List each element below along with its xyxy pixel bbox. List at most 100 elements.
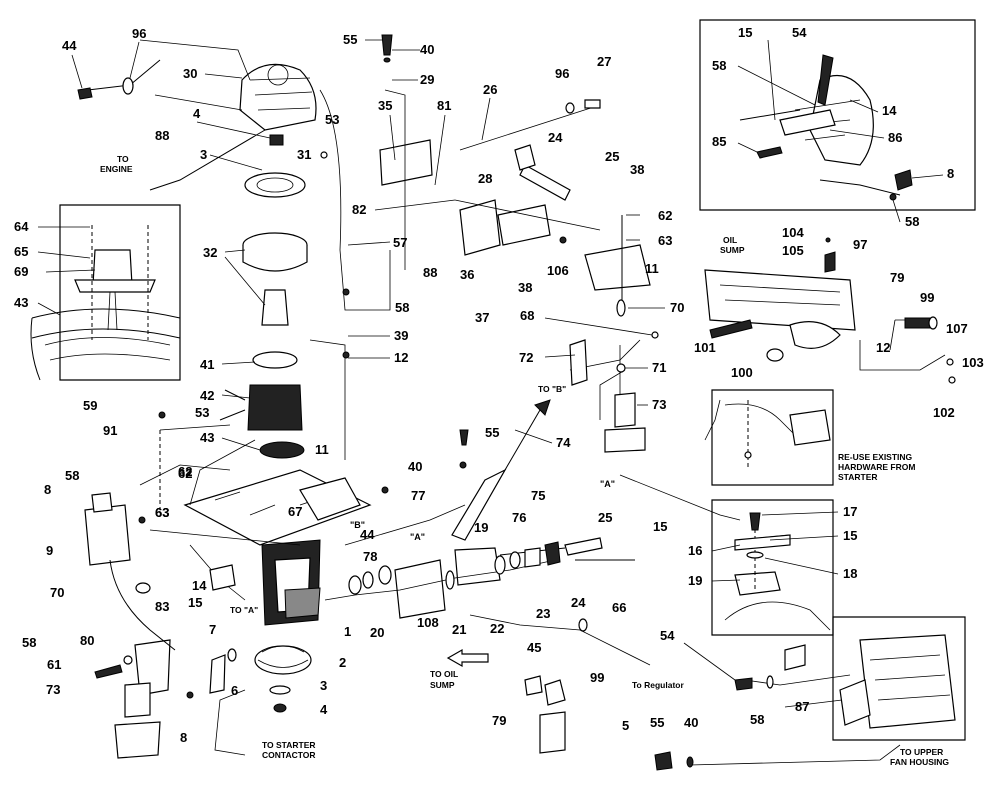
callout-30: 30 — [183, 66, 197, 81]
oil-sump-arrow — [446, 648, 489, 668]
callout-54: 54 — [792, 25, 807, 40]
blower-housing — [239, 63, 317, 131]
callout-11: 11 — [645, 261, 659, 276]
callout-21: 21 — [452, 622, 466, 637]
callout-14: 14 — [882, 103, 897, 118]
bracket-80 — [109, 559, 176, 696]
callout-71: 71 — [652, 360, 666, 375]
callout-43: 43 — [200, 430, 214, 445]
callout-99: 99 — [590, 670, 604, 685]
callout-58: 58 — [395, 300, 409, 315]
washer-41 — [252, 351, 298, 369]
callout-63: 63 — [155, 505, 169, 520]
callout-35: 35 — [378, 98, 392, 113]
callout-14: 14 — [192, 578, 207, 593]
callout-91: 91 — [103, 423, 117, 438]
callout-5: 5 — [622, 718, 629, 733]
leader-lines — [87, 39, 946, 766]
inset-panel-fan-housing — [832, 616, 966, 741]
caption-to-oil-sump-2: SUMP — [430, 680, 455, 690]
inset-panel-linkage — [711, 499, 834, 636]
callout-57: 57 — [393, 235, 407, 250]
callout-24: 24 — [548, 130, 563, 145]
caption-fan-housing-1: TO UPPER — [900, 747, 943, 757]
callout-43: 43 — [14, 295, 28, 310]
callout-16: 16 — [688, 543, 702, 558]
callout-12: 12 — [876, 340, 890, 355]
callout-63: 63 — [155, 505, 169, 520]
solenoid-73b — [604, 392, 646, 453]
callout-58: 58 — [712, 58, 726, 73]
callout-8: 8 — [44, 482, 51, 497]
callout-15: 15 — [843, 528, 857, 543]
callout-58: 58 — [65, 468, 79, 483]
callout-81: 81 — [437, 98, 451, 113]
caption-to-a: TO "A" — [230, 605, 258, 615]
callout-106: 106 — [547, 263, 569, 278]
rotor-32 — [242, 232, 308, 326]
callout-58: 58 — [905, 214, 919, 229]
starter-motor-9 — [84, 492, 131, 566]
generator-assembly-1 — [261, 539, 321, 626]
solenoid-73 — [114, 682, 161, 759]
callout-53: 53 — [325, 112, 339, 127]
callout-44: 44 — [360, 527, 375, 542]
callout-44: 44 — [62, 38, 77, 53]
callout-58: 58 — [22, 635, 36, 650]
callout-15: 15 — [653, 519, 667, 534]
callout-107: 107 — [946, 321, 968, 336]
callout-6: 6 — [231, 683, 238, 698]
callout-70: 70 — [50, 585, 64, 600]
hardware-pieces — [77, 34, 956, 771]
callout-73: 73 — [46, 682, 60, 697]
caption-oil-sump-1: OIL — [723, 235, 737, 245]
callout-69: 69 — [14, 264, 28, 279]
carburetor-19 — [394, 547, 501, 619]
callout-40: 40 — [408, 459, 422, 474]
caption-reuse-1: RE-USE EXISTING — [838, 452, 913, 462]
callout-3: 3 — [320, 678, 327, 693]
callout-55: 55 — [485, 425, 499, 440]
callout-97: 97 — [853, 237, 867, 252]
callout-82: 82 — [352, 202, 366, 217]
linkage-plate-11b — [584, 215, 651, 310]
callout-53: 53 — [195, 405, 209, 420]
captions: TO ENGINE OIL SUMP RE-USE EXISTING HARDW… — [100, 154, 949, 767]
callout-20: 20 — [370, 625, 384, 640]
callout-104: 104 — [782, 225, 804, 240]
callout-22: 22 — [490, 621, 504, 636]
callout-103: 103 — [962, 355, 984, 370]
callout-28: 28 — [478, 171, 492, 186]
inset-panel-governor — [699, 19, 976, 211]
callout-108: 108 — [417, 615, 439, 630]
inset-panel-reuse — [711, 389, 834, 486]
callout-12: 12 — [394, 350, 408, 365]
callout-61: 61 — [47, 657, 61, 672]
callout-74: 74 — [556, 435, 571, 450]
air-filter-74 — [451, 399, 551, 541]
callout-19: 19 — [688, 573, 702, 588]
callout-15: 15 — [738, 25, 752, 40]
callout-63: 63 — [658, 233, 672, 248]
callout-8: 8 — [947, 166, 954, 181]
callout-62: 62 — [178, 466, 192, 481]
callout-55: 55 — [343, 32, 357, 47]
callout-37: 37 — [475, 310, 489, 325]
callout-numbers: 44 96 55 40 30 29 96 27 4 53 35 81 26 24… — [14, 25, 984, 745]
caption-to-engine-2: ENGINE — [100, 164, 133, 174]
filter-parts-36-37 — [379, 139, 551, 256]
caption-reuse-2: HARDWARE FROM — [838, 462, 915, 472]
stator-42 — [219, 384, 303, 431]
callout-2: 2 — [339, 655, 346, 670]
callout-24: 24 — [571, 595, 586, 610]
callout-77: 77 — [411, 488, 425, 503]
callout-68: 68 — [520, 308, 534, 323]
callout-88: 88 — [155, 128, 169, 143]
caption-to-b: TO "B" — [538, 384, 566, 394]
caption-reuse-3: STARTER — [838, 472, 878, 482]
callout-75: 75 — [531, 488, 545, 503]
callout-78: 78 — [363, 549, 377, 564]
bearing-43 — [259, 441, 305, 459]
callout-40: 40 — [684, 715, 698, 730]
regulator-5 — [539, 679, 566, 754]
